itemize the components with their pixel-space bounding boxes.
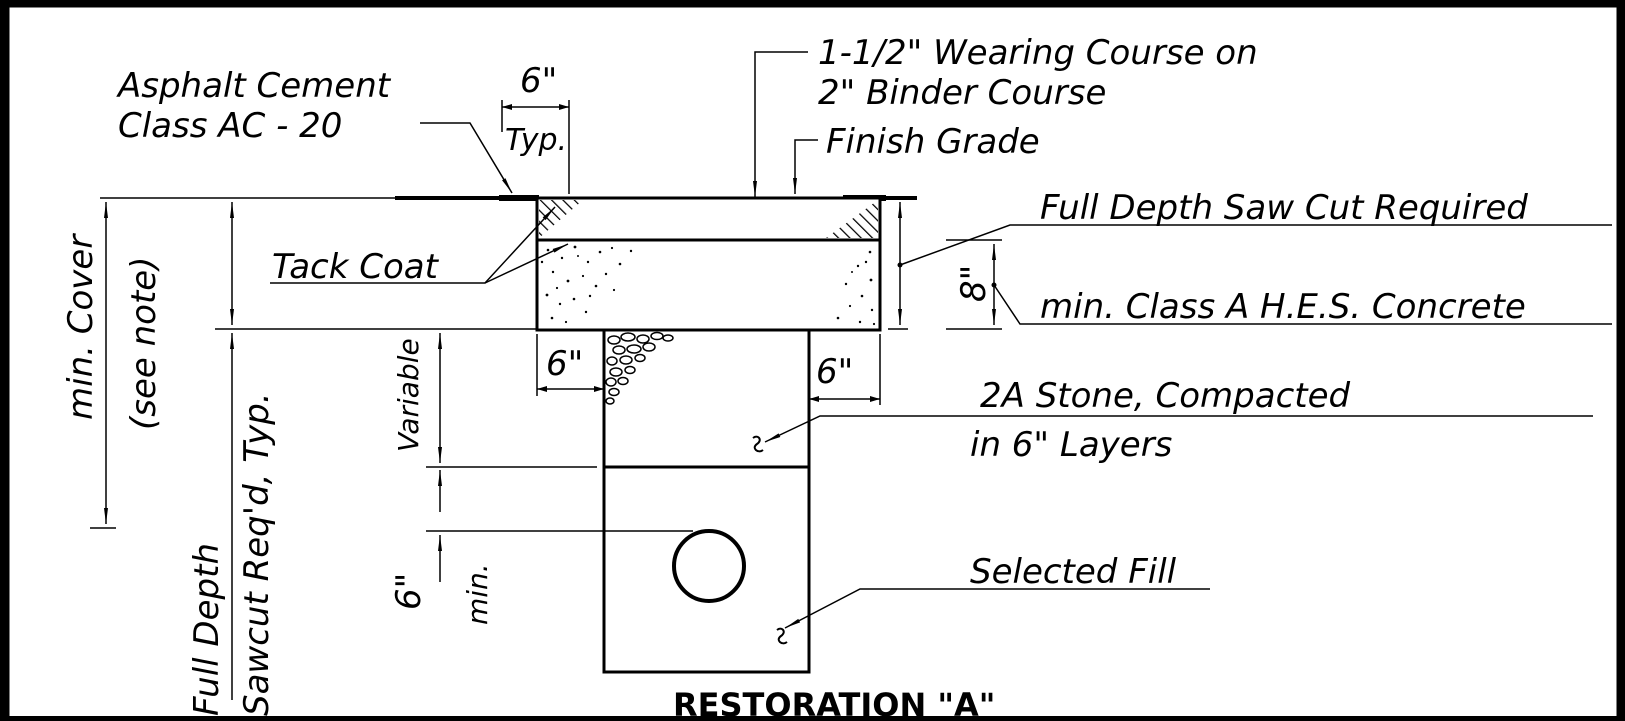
break-symbol-fill: [776, 627, 788, 645]
trench: [602, 328, 811, 674]
label-six-min: 6": [389, 573, 429, 610]
asphalt-ac20-left: [499, 195, 539, 201]
label-selected-fill: Selected Fill: [970, 552, 1177, 592]
wearing-binder-course: [535, 196, 882, 242]
label-stone-1: 2A Stone, Compacted: [980, 376, 1351, 416]
label-asphalt-1: Asphalt Cement: [116, 66, 392, 106]
sheet-border: [6, 4, 1620, 721]
concrete-slab: [535, 238, 882, 332]
drawing-title: RESTORATION "A": [673, 686, 995, 716]
label-finish-grade: Finish Grade: [826, 122, 1040, 162]
dimension-lines: [90, 51, 1612, 700]
leader-wearing: [753, 51, 808, 197]
leader-finish-grade: [793, 139, 818, 194]
label-variable: Variable: [392, 338, 425, 452]
leader-selected-fill: [784, 588, 1210, 629]
label-concrete: min. Class A H.E.S. Concrete: [1040, 287, 1526, 327]
stone-aggregate: [605, 331, 674, 405]
pipe: [672, 529, 746, 603]
concrete-stipple-left: [540, 245, 633, 324]
label-wearing-2: 2" Binder Course: [818, 73, 1106, 113]
label-min: min.: [461, 563, 494, 625]
stone-backfill-zone: [602, 328, 811, 469]
label-see-note: (see note): [124, 257, 164, 431]
concrete-stipple-right: [836, 250, 876, 326]
label-sawcut-reqd: Sawcut Req'd, Typ.: [237, 392, 277, 716]
label-full-depth: Full Depth: [187, 543, 227, 716]
label-wearing-1: 1-1/2" Wearing Course on: [818, 33, 1258, 73]
label-typ: Typ.: [505, 123, 567, 158]
leader-dot-saw-cut: [897, 262, 903, 268]
label-stone-2: in 6" Layers: [970, 425, 1172, 465]
leader-dot-concrete: [991, 282, 997, 288]
tack-hatch-right: [826, 200, 878, 238]
label-six-right: 6": [816, 352, 853, 392]
leader-asphalt: [420, 122, 513, 194]
label-min-cover: min. Cover: [61, 233, 101, 420]
label-tack-coat: Tack Coat: [272, 247, 440, 287]
leader-concrete: [993, 284, 1612, 325]
label-asphalt-2: Class AC - 20: [118, 106, 342, 146]
label-six-left: 6": [546, 344, 583, 384]
labels: Asphalt Cement Class AC - 20 6" Typ. 1-1…: [61, 33, 1528, 721]
leader-stone: [764, 415, 1593, 443]
break-symbol-stone: [752, 435, 764, 453]
label-saw-cut: Full Depth Saw Cut Required: [1040, 188, 1528, 228]
leader-saw-cut: [899, 224, 1612, 266]
label-eight: 8": [954, 265, 994, 302]
pavement-section: [395, 195, 917, 332]
label-six-typ-top: 6": [520, 61, 557, 101]
